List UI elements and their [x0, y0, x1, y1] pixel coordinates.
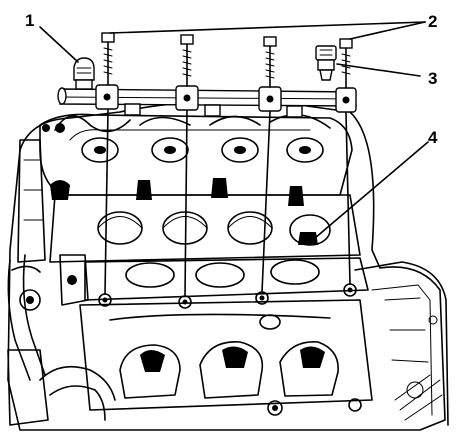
intake-manifold: [79, 299, 373, 416]
bolt: [180, 34, 194, 87]
intake-ports: [49, 178, 361, 263]
alignment-lines: [104, 109, 351, 297]
fuel-rail: [57, 84, 357, 118]
engine-block: [7, 100, 449, 431]
left-hoses: [7, 139, 116, 426]
bolt: [339, 38, 353, 89]
fuel-rail-bolts: [101, 32, 353, 89]
callout-label-3: 3: [428, 69, 437, 88]
leader-lines: [39, 21, 429, 239]
callout-label-1: 1: [25, 11, 34, 30]
fuel-pressure-sensor: [315, 45, 337, 81]
cylinder-head: [39, 113, 353, 196]
callout-label-2: 2: [428, 12, 437, 31]
bolt: [101, 32, 115, 86]
bolt: [263, 36, 277, 88]
callout-label-4: 4: [428, 128, 438, 147]
fuel-pressure-fitting: [73, 57, 95, 90]
